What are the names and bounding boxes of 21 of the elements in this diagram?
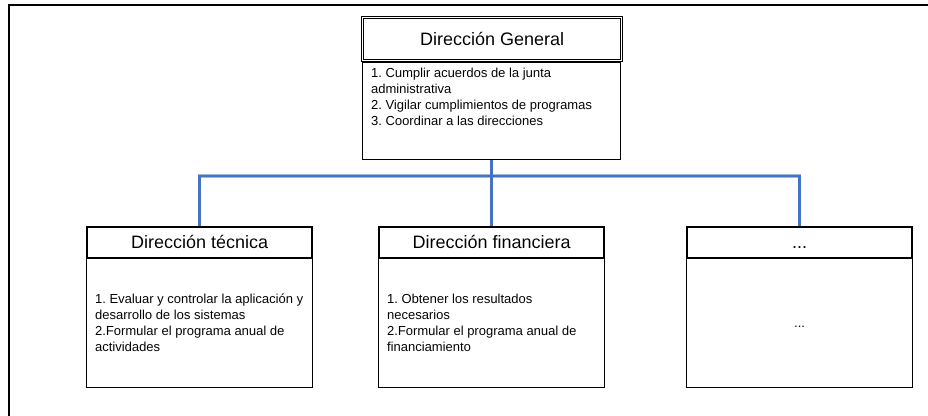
department-title-box bbox=[686, 226, 913, 259]
function-item: ... bbox=[794, 315, 805, 331]
function-item: 2. Vigilar cumplimientos de programas bbox=[371, 97, 593, 113]
department-title: Dirección financiera bbox=[412, 231, 571, 254]
function-list-box bbox=[86, 258, 313, 388]
function-list-box bbox=[362, 62, 621, 160]
function-list-box bbox=[686, 258, 913, 388]
function-item: 3. Coordinar a las direcciones bbox=[371, 113, 544, 129]
department-title: ... bbox=[792, 231, 807, 254]
function-item: 1. Evaluar y controlar la aplicación y desarrollo de los sistemas bbox=[95, 291, 304, 323]
function-item: 2.Formular el programa anual de actividades bbox=[95, 323, 286, 355]
department-title-box bbox=[378, 226, 605, 259]
connector-line bbox=[490, 160, 801, 226]
function-item: 1. Cumplir acuerdos de la junta administrativa bbox=[371, 65, 552, 97]
function-list-box bbox=[378, 258, 605, 388]
department-title: Dirección técnica bbox=[130, 231, 268, 254]
department-title: Dirección General bbox=[420, 28, 564, 50]
department-title-box bbox=[361, 16, 623, 62]
function-item: 1. Obtener los resultados necesarios bbox=[387, 291, 534, 323]
function-item: 2.Formular el programa anual de financiamiento bbox=[387, 323, 578, 355]
department-title-box bbox=[86, 226, 313, 259]
